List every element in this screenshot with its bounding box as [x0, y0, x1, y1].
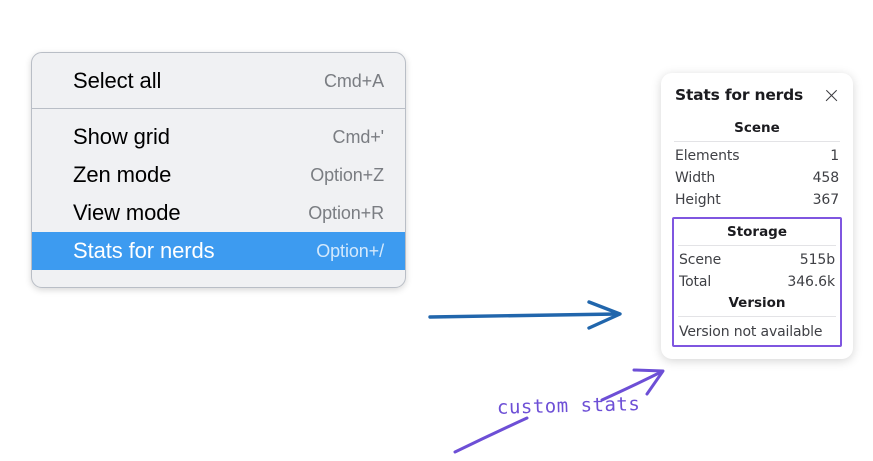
- blue-arrow-icon: [428, 300, 622, 330]
- stat-value: 515b: [799, 252, 835, 268]
- menu-item-zen-mode[interactable]: Zen mode Option+Z: [32, 156, 405, 194]
- stats-for-nerds-panel[interactable]: Stats for nerds Scene Elements 1 Width 4…: [661, 73, 853, 359]
- section-title-scene: Scene: [734, 120, 780, 136]
- purple-arrow-lower-icon: [453, 416, 529, 454]
- menu-section-1: Select all Cmd+A: [32, 53, 405, 108]
- stat-value: 458: [812, 170, 840, 186]
- menu-item-show-grid[interactable]: Show grid Cmd+': [32, 118, 405, 156]
- menu-section-2: Show grid Cmd+' Zen mode Option+Z View m…: [32, 109, 405, 270]
- menu-item-shortcut: Option+Z: [310, 164, 384, 185]
- menu-item-label: View mode: [73, 200, 181, 225]
- menu-divider: [32, 108, 405, 109]
- stat-value: 367: [812, 192, 840, 208]
- section-rule: [678, 316, 836, 317]
- menu-item-shortcut: Cmd+': [332, 126, 385, 147]
- stat-row-elements: Elements 1: [672, 145, 842, 167]
- section-rule: [674, 141, 840, 142]
- menu-item-select-all[interactable]: Select all Cmd+A: [32, 62, 405, 100]
- menu-item-stats-for-nerds[interactable]: Stats for nerds Option+/: [32, 232, 405, 270]
- section-title-version: Version: [728, 295, 786, 311]
- menu-footer-spacer: [32, 270, 405, 287]
- menu-item-view-mode[interactable]: View mode Option+R: [32, 194, 405, 232]
- stat-value: 346.6k: [787, 274, 835, 290]
- stats-panel-title: Stats for nerds: [675, 86, 804, 104]
- version-text: Version not available: [679, 324, 823, 340]
- menu-item-label: Show grid: [73, 124, 170, 149]
- stat-row-width: Width 458: [672, 167, 842, 189]
- menu-item-shortcut: Option+R: [308, 202, 384, 223]
- stat-key: Scene: [679, 252, 722, 268]
- custom-stats-highlight-box: Storage Scene 515b Total 346.6k Version …: [672, 217, 842, 347]
- menu-item-shortcut: Cmd+A: [323, 70, 384, 91]
- stat-key: Total: [679, 274, 712, 290]
- context-menu[interactable]: Select all Cmd+A Show grid Cmd+' Zen mod…: [31, 52, 406, 288]
- menu-item-label: Zen mode: [73, 162, 172, 187]
- close-icon[interactable]: [823, 87, 840, 104]
- stat-row-storage-scene: Scene 515b: [676, 249, 838, 271]
- custom-stats-annotation-label: custom stats: [496, 393, 641, 419]
- menu-item-shortcut: Option+/: [316, 240, 384, 261]
- stat-key: Height: [675, 192, 721, 208]
- menu-item-label: Stats for nerds: [73, 238, 215, 263]
- section-rule: [678, 245, 836, 246]
- stat-key: Width: [675, 170, 716, 186]
- stat-value: 1: [830, 148, 839, 164]
- stat-row-storage-total: Total 346.6k: [676, 271, 838, 293]
- stat-key: Elements: [675, 148, 740, 164]
- stat-row-height: Height 367: [672, 189, 842, 211]
- stats-panel-header: Stats for nerds: [672, 86, 842, 104]
- menu-item-label: Select all: [73, 68, 162, 93]
- section-title-storage: Storage: [726, 224, 788, 240]
